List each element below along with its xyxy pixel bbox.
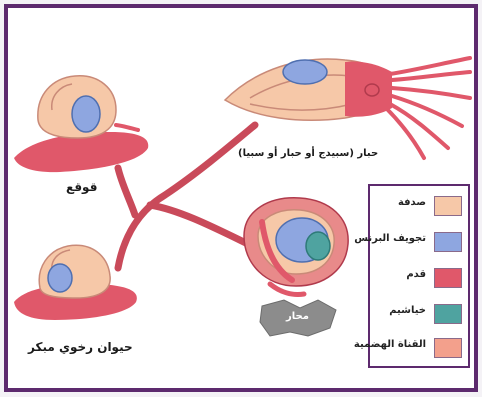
legend-swatch (434, 196, 462, 216)
legend-swatch (434, 338, 462, 358)
label-clam: محار (286, 311, 309, 322)
legend-swatch (434, 232, 462, 252)
legend-item: قدم (370, 266, 468, 290)
legend-label: قدم (406, 269, 426, 280)
legend-label: تجويف البرنس (354, 233, 426, 244)
legend-swatch (434, 268, 462, 288)
legend-label: صدفة (398, 197, 426, 208)
legend-item: تجويف البرنس (370, 230, 468, 254)
legend-item: صدفة (370, 194, 468, 218)
label-snail: قوقع (66, 180, 97, 194)
legend-label: القناة الهضمية (354, 339, 426, 350)
legend-item: القناة الهضمية (370, 336, 468, 360)
label-squid: حبار (سبيدج أو حبار أو سبيا) (238, 148, 378, 159)
legend-label: خياشيم (389, 305, 426, 316)
legend-swatch (434, 304, 462, 324)
legend: صدفة تجويف البرنس قدم خياشيم القناة الهضمية (368, 184, 470, 368)
legend-item: خياشيم (370, 302, 468, 326)
label-ancestor: حيوان رخوي مبكر (28, 340, 133, 354)
